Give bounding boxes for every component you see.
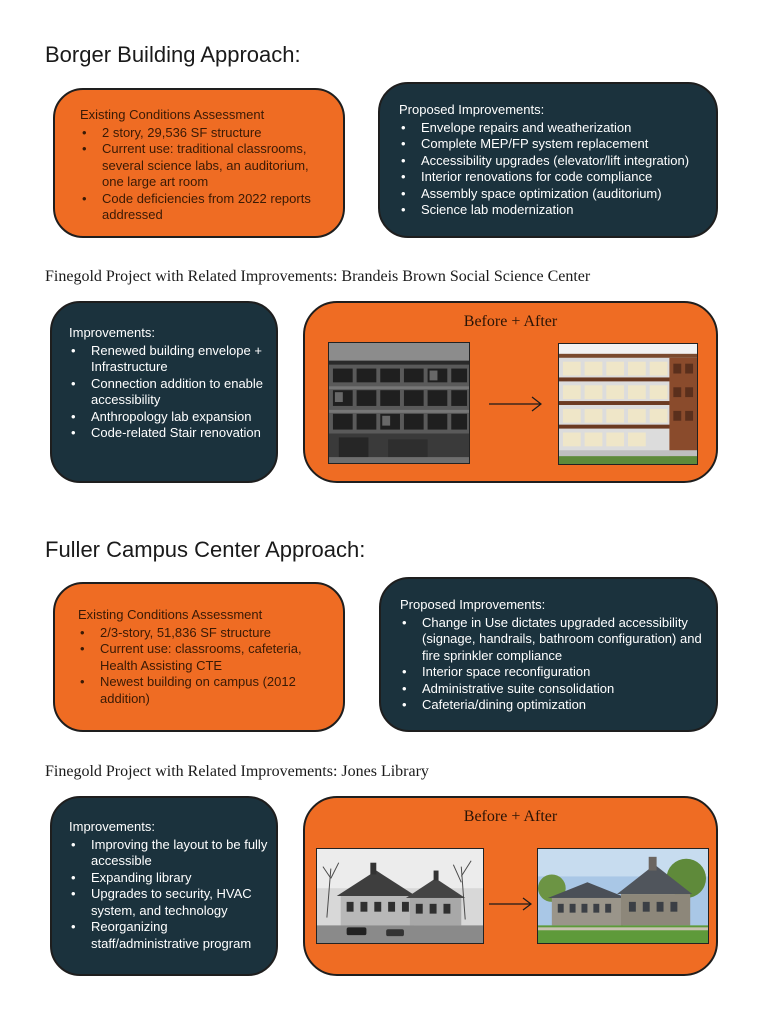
existing-conditions-list: 2 story, 29,536 SF structure Current use… bbox=[80, 125, 323, 224]
list-item: Interior space reconfiguration bbox=[400, 664, 708, 681]
fuller-proposed-improvements-box: Proposed Improvements: Change in Use dic… bbox=[379, 577, 718, 732]
list-item: Renewed building envelope + Infrastructu… bbox=[69, 343, 266, 376]
borger-existing-conditions-box: Existing Conditions Assessment 2 story, … bbox=[53, 88, 345, 238]
brandeis-related-heading: Finegold Project with Related Improvemen… bbox=[45, 268, 591, 285]
list-item: Complete MEP/FP system replacement bbox=[399, 136, 706, 153]
list-item: Interior renovations for code compliance bbox=[399, 169, 706, 186]
improvements-title: Improvements: bbox=[69, 325, 155, 340]
list-item: Improving the layout to be fully accessi… bbox=[69, 837, 268, 870]
list-item: 2/3-story, 51,836 SF structure bbox=[78, 625, 327, 642]
list-item: Administrative suite consolidation bbox=[400, 681, 708, 698]
jones-improvements-box: Improvements: Improving the layout to be… bbox=[50, 796, 278, 976]
list-item: Code deficiencies from 2022 reports addr… bbox=[80, 191, 323, 224]
before-after-title: Before + After bbox=[463, 808, 558, 825]
improvements-title: Improvements: bbox=[69, 819, 155, 834]
existing-conditions-title: Existing Conditions Assessment bbox=[80, 107, 265, 122]
list-item: Anthropology lab expansion bbox=[69, 409, 266, 426]
before-after-title: Before + After bbox=[463, 313, 558, 330]
existing-conditions-list: 2/3-story, 51,836 SF structure Current u… bbox=[78, 625, 327, 708]
proposed-improvements-title: Proposed Improvements: bbox=[399, 102, 545, 117]
list-item: Upgrades to security, HVAC system, and t… bbox=[69, 886, 268, 919]
list-item: Current use: classrooms, cafeteria, Heal… bbox=[78, 641, 327, 674]
brandeis-before-after-box: Before + After bbox=[303, 301, 718, 483]
proposed-improvements-list: Envelope repairs and weatherization Comp… bbox=[399, 120, 706, 219]
list-item: Current use: traditional classrooms, sev… bbox=[80, 141, 323, 191]
arrow-right-icon bbox=[489, 897, 532, 911]
list-item: Assembly space optimization (auditorium) bbox=[399, 186, 706, 203]
arrow-right-icon bbox=[489, 396, 542, 412]
list-item: Code-related Stair renovation bbox=[69, 425, 266, 442]
brandeis-after-photo bbox=[558, 343, 698, 465]
list-item: Expanding library bbox=[69, 870, 268, 887]
proposed-improvements-title: Proposed Improvements: bbox=[400, 597, 546, 612]
list-item: Accessibility upgrades (elevator/lift in… bbox=[399, 153, 706, 170]
improvements-list: Improving the layout to be fully accessi… bbox=[69, 837, 268, 953]
list-item: Science lab modernization bbox=[399, 202, 706, 219]
borger-proposed-improvements-box: Proposed Improvements: Envelope repairs … bbox=[378, 82, 718, 238]
list-item: Reorganizing staff/administrative progra… bbox=[69, 919, 268, 952]
jones-before-after-box: Before + After bbox=[303, 796, 718, 976]
proposed-improvements-list: Change in Use dictates upgraded accessib… bbox=[400, 615, 708, 714]
fuller-existing-conditions-box: Existing Conditions Assessment 2/3-story… bbox=[53, 582, 345, 732]
jones-library-related-heading: Finegold Project with Related Improvemen… bbox=[45, 763, 429, 780]
list-item: Newest building on campus (2012 addition… bbox=[78, 674, 327, 707]
list-item: Connection addition to enable accessibil… bbox=[69, 376, 266, 409]
fuller-heading: Fuller Campus Center Approach: bbox=[45, 537, 366, 562]
improvements-list: Renewed building envelope + Infrastructu… bbox=[69, 343, 266, 442]
list-item: 2 story, 29,536 SF structure bbox=[80, 125, 323, 142]
existing-conditions-title: Existing Conditions Assessment bbox=[78, 607, 263, 622]
borger-heading: Borger Building Approach: bbox=[45, 42, 301, 67]
brandeis-before-photo bbox=[328, 342, 470, 464]
jones-after-photo bbox=[537, 848, 709, 944]
list-item: Change in Use dictates upgraded accessib… bbox=[400, 615, 708, 665]
brandeis-improvements-box: Improvements: Renewed building envelope … bbox=[50, 301, 278, 483]
list-item: Envelope repairs and weatherization bbox=[399, 120, 706, 137]
jones-before-photo bbox=[316, 848, 484, 944]
list-item: Cafeteria/dining optimization bbox=[400, 697, 708, 714]
